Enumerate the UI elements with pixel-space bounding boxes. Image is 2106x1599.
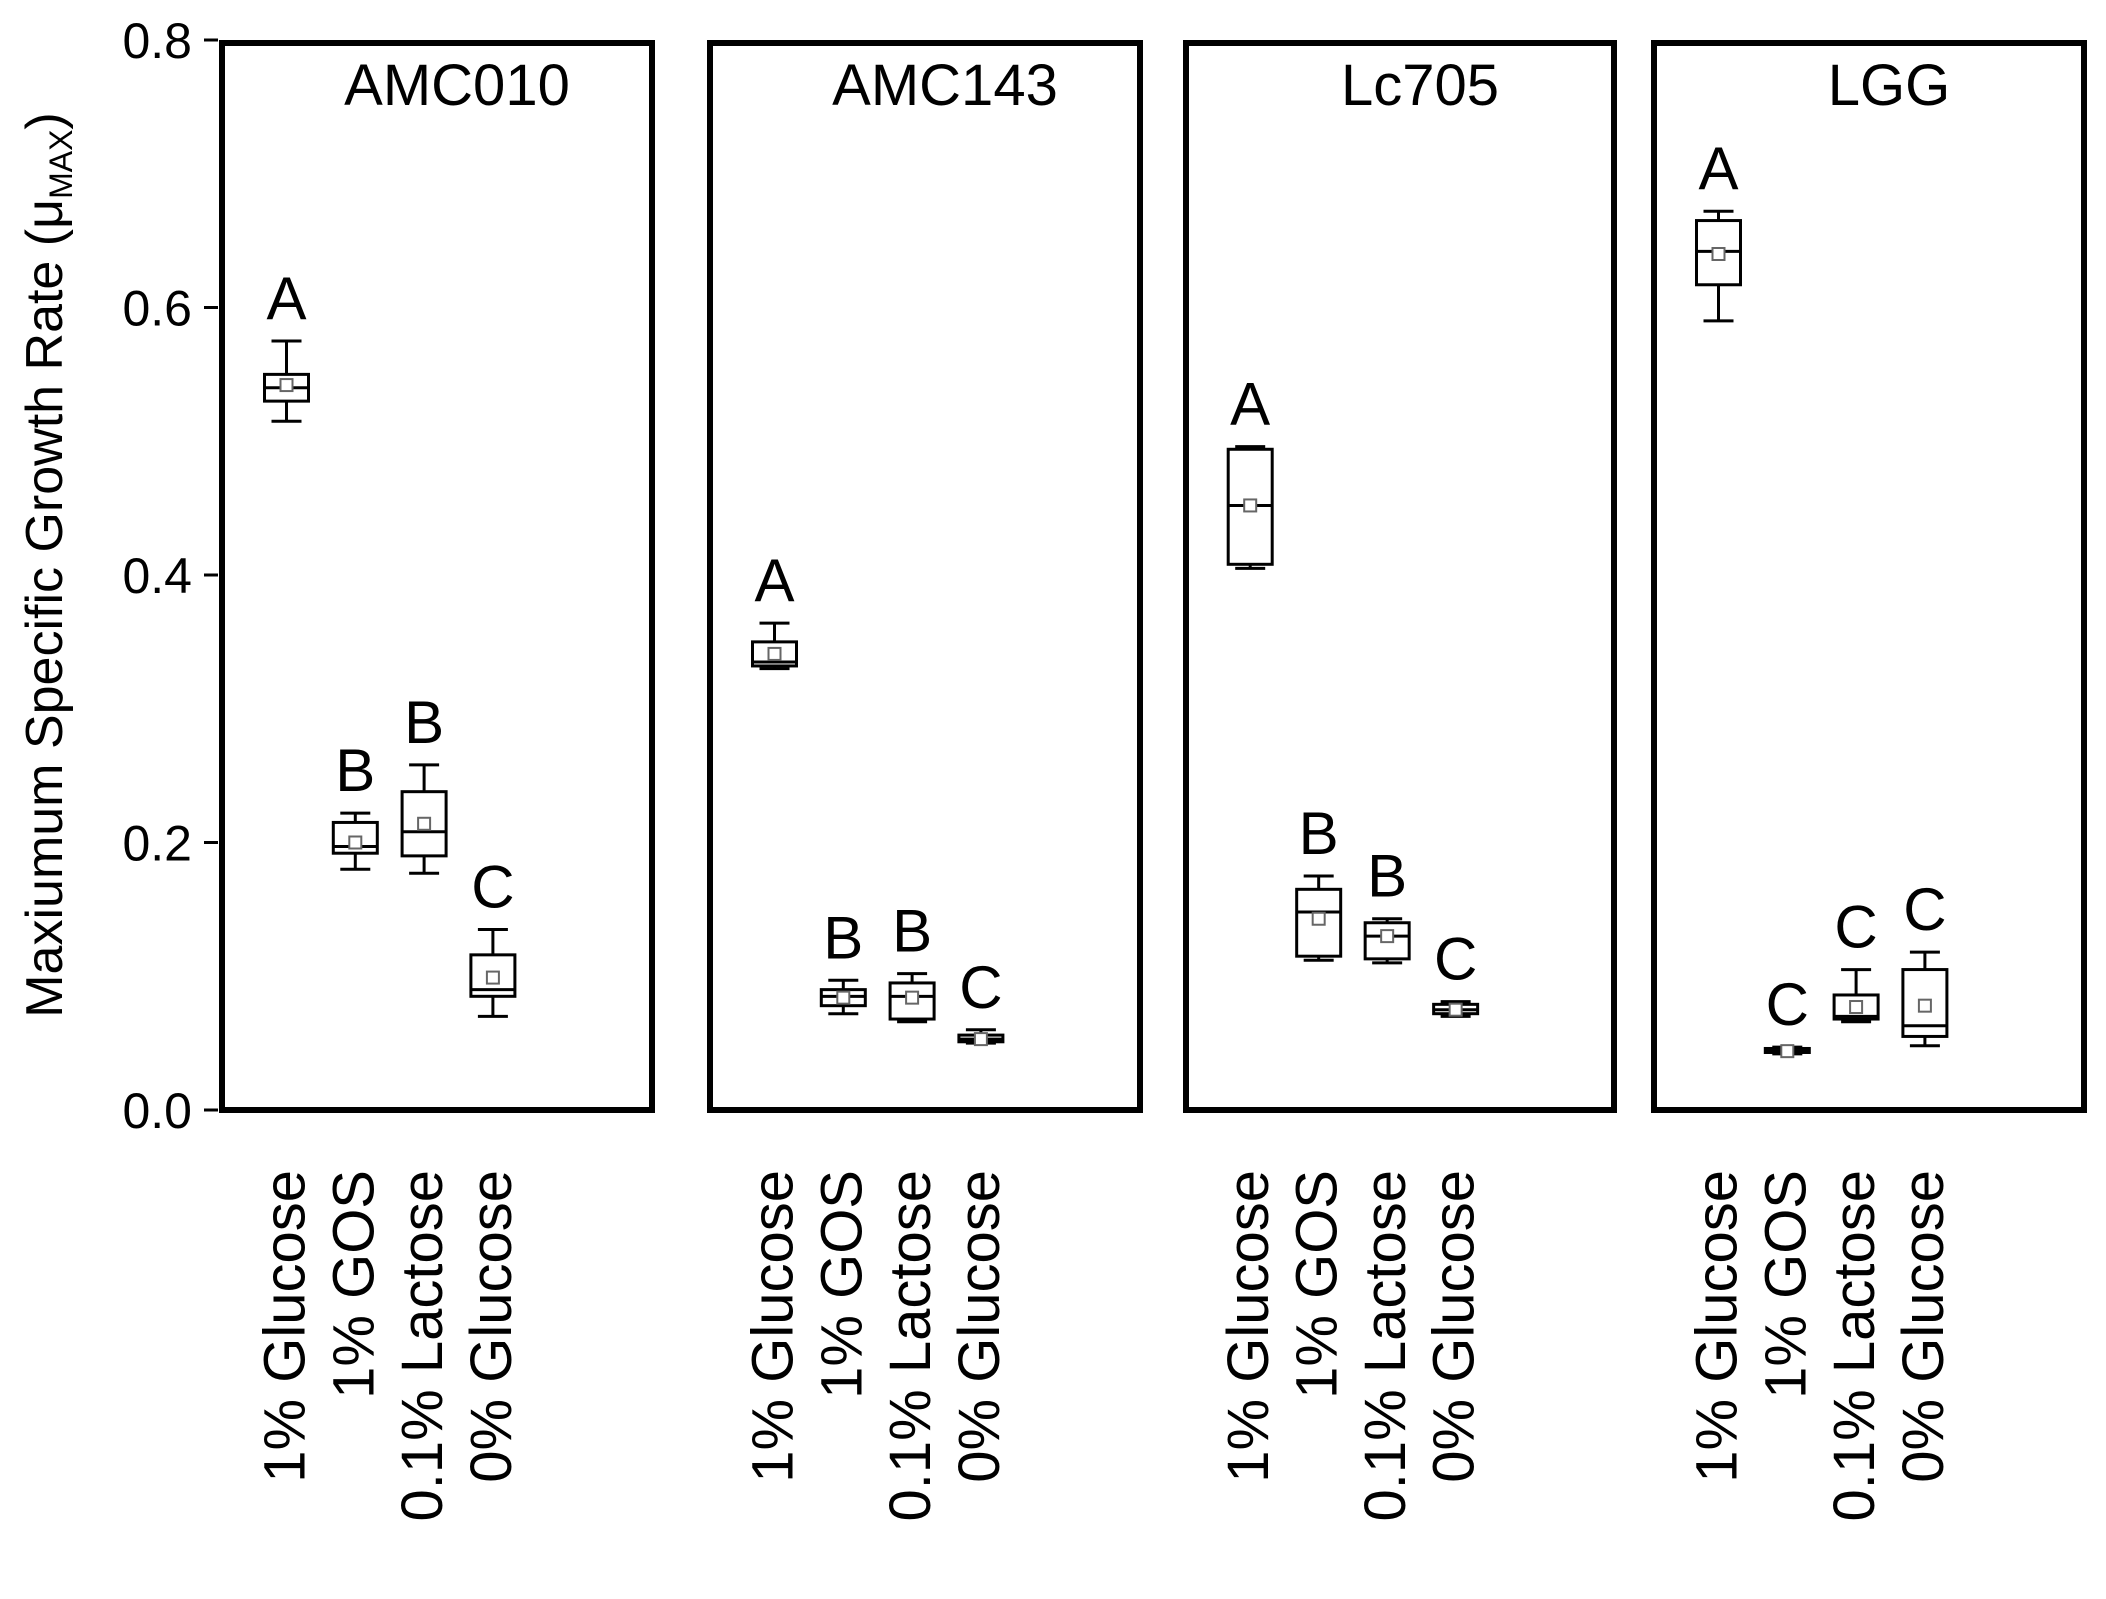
significance-letter: C — [1903, 876, 1946, 943]
iqr-box — [1363, 921, 1411, 961]
category-label: 0% Glucose — [459, 1170, 524, 1483]
significance-letter: B — [1299, 800, 1339, 867]
y-axis-label: Maxiumum Specific Growth Rate (μMAX) — [16, 112, 79, 1018]
panel-title: AMC143 — [832, 53, 1058, 118]
significance-letter: B — [404, 689, 444, 756]
significance-letter: C — [1766, 971, 1809, 1038]
category-label: 1% GOS — [809, 1170, 874, 1399]
significance-letter: A — [754, 547, 794, 614]
y-tick-label: 0.2 — [122, 816, 192, 872]
mean-marker — [1311, 911, 1326, 926]
significance-letter: B — [892, 898, 932, 965]
box-1-gos: B 1% GOS — [809, 904, 874, 1399]
y-tick-label: 0.4 — [122, 548, 192, 604]
panel-title: LGG — [1828, 53, 1951, 118]
significance-letter: C — [471, 853, 514, 920]
box-1-gos: B 1% GOS — [321, 737, 386, 1399]
category-label: 0.1% Lactose — [1353, 1170, 1418, 1521]
y-axis-label-close: ) — [16, 112, 74, 129]
category-label: 0% Glucose — [1422, 1170, 1487, 1483]
category-label: 1% GOS — [1285, 1170, 1350, 1399]
significance-letter: C — [1434, 926, 1477, 993]
mean-marker — [1243, 498, 1258, 513]
mean-marker — [279, 378, 294, 393]
y-tick-label: 0.6 — [122, 281, 192, 337]
category-label: 1% Glucose — [1685, 1170, 1750, 1483]
category-label: 0.1% Lactose — [1822, 1170, 1887, 1521]
category-label: 0% Glucose — [1891, 1170, 1956, 1483]
mean-marker — [1380, 929, 1395, 944]
box-0-1-lactose: B 0.1% Lactose — [390, 689, 455, 1522]
category-label: 0.1% Lactose — [878, 1170, 943, 1521]
box-1-gos: B 1% GOS — [1285, 800, 1350, 1399]
box-0-1-lactose: C 0.1% Lactose — [1822, 894, 1887, 1522]
category-label: 1% GOS — [321, 1170, 386, 1399]
mean-marker — [1917, 998, 1932, 1013]
category-label: 1% Glucose — [1216, 1170, 1281, 1483]
mean-marker — [836, 990, 851, 1005]
mean-marker — [1711, 247, 1726, 261]
significance-letter: C — [1834, 894, 1877, 961]
panel-lgg: LGG A 1% Glucose C 1% GOS C 0.1% Lactose C 0% Gl… — [1651, 40, 2087, 1522]
box-0-1-lactose: B 0.1% Lactose — [1353, 843, 1418, 1522]
mean-marker — [348, 835, 363, 850]
significance-letter: B — [823, 904, 863, 971]
box-0-glucose: C 0% Glucose — [1422, 926, 1487, 1483]
box-1-glucose: A 1% Glucose — [253, 265, 318, 1483]
mean-marker — [905, 990, 920, 1005]
panel-frame — [707, 40, 1143, 1113]
category-label: 1% Glucose — [253, 1170, 318, 1483]
box-1-glucose: A 1% Glucose — [741, 547, 806, 1483]
box-0-glucose: C 0% Glucose — [459, 853, 524, 1482]
panel-frame — [1183, 40, 1617, 1113]
y-axis-label-main: Maxiumum Specific Growth Rate (μ — [16, 199, 74, 1018]
box-0-glucose: C 0% Glucose — [947, 954, 1012, 1483]
mean-marker — [1780, 1044, 1795, 1059]
category-label: 0.1% Lactose — [390, 1170, 455, 1521]
mean-marker — [1448, 1002, 1463, 1017]
panel-title: Lc705 — [1341, 53, 1499, 118]
significance-letter: A — [266, 265, 306, 332]
mean-marker — [417, 816, 432, 831]
panel-title: AMC010 — [344, 53, 570, 118]
mean-marker — [1849, 1000, 1864, 1015]
panel-frame — [1651, 40, 2087, 1113]
mean-marker — [767, 646, 782, 661]
box-0-glucose: C 0% Glucose — [1891, 876, 1956, 1483]
category-label: 1% GOS — [1753, 1170, 1818, 1399]
box-0-1-lactose: B 0.1% Lactose — [878, 898, 943, 1522]
box-1-gos: C 1% GOS — [1753, 971, 1818, 1399]
y-tick-label: 0.0 — [122, 1083, 192, 1139]
y-axis-label-subscript: MAX — [43, 130, 79, 199]
y-tick-label: 0.8 — [122, 13, 192, 69]
significance-letter: A — [1230, 371, 1270, 438]
significance-letter: B — [1367, 843, 1407, 910]
box-1-glucose: A 1% Glucose — [1216, 371, 1281, 1483]
significance-letter: A — [1698, 135, 1738, 202]
y-axis: 0.0 0.2 0.4 0.6 0.8 — [122, 13, 218, 1139]
category-label: 1% Glucose — [741, 1170, 806, 1483]
significance-letter: C — [959, 954, 1002, 1021]
panel-frame — [219, 40, 655, 1113]
significance-letter: B — [335, 737, 375, 804]
mean-marker — [485, 970, 500, 985]
category-label: 0% Glucose — [947, 1170, 1012, 1483]
mean-marker — [973, 1032, 988, 1047]
box-1-glucose: A 1% Glucose — [1685, 135, 1750, 1483]
